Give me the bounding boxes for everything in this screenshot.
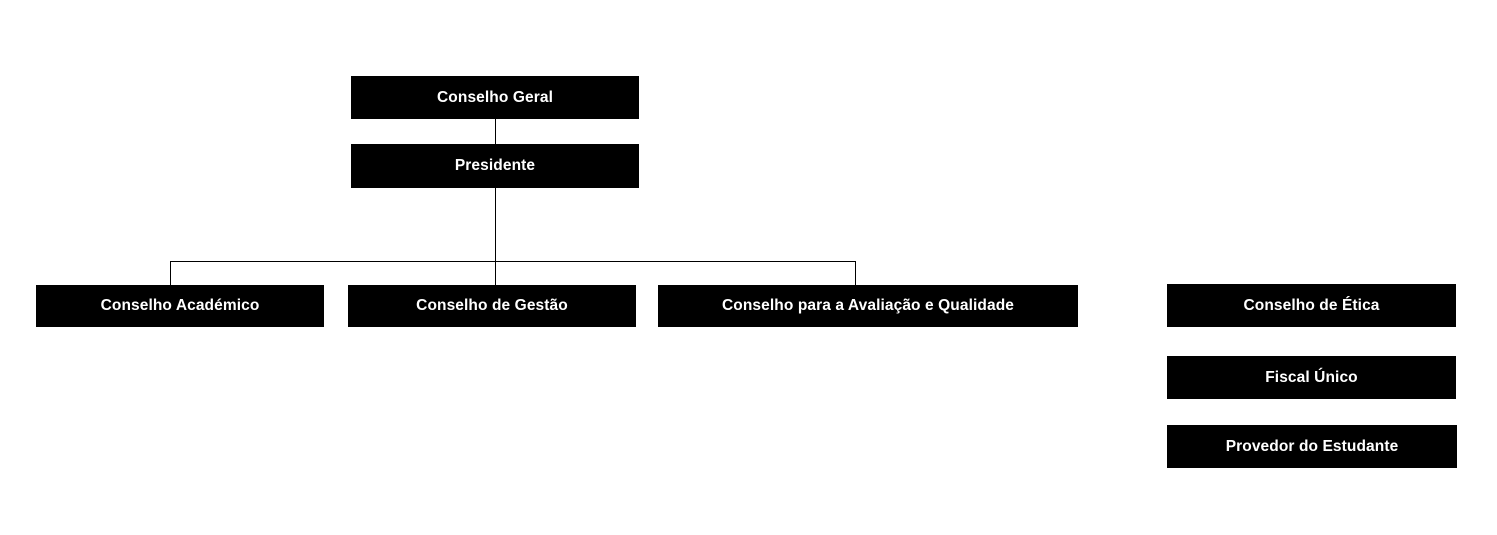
connector-geral-to-presidente	[495, 119, 496, 144]
node-conselho-de-gestao[interactable]: Conselho de Gestão	[348, 285, 636, 327]
node-conselho-academico[interactable]: Conselho Académico	[36, 285, 324, 327]
connector-drop-conselho-avaliacao	[855, 261, 856, 285]
connector-drop-conselho-gestao	[495, 261, 496, 285]
connector-horizontal-bus	[170, 261, 856, 262]
node-fiscal-unico[interactable]: Fiscal Único	[1167, 356, 1456, 399]
node-presidente[interactable]: Presidente	[351, 144, 639, 188]
node-conselho-geral[interactable]: Conselho Geral	[351, 76, 639, 119]
node-conselho-para-avaliacao-e-qualidade[interactable]: Conselho para a Avaliação e Qualidade	[658, 285, 1078, 327]
node-provedor-do-estudante[interactable]: Provedor do Estudante	[1167, 425, 1457, 468]
node-conselho-de-etica[interactable]: Conselho de Ética	[1167, 284, 1456, 327]
connector-presidente-trunk	[495, 188, 496, 261]
connector-drop-conselho-academico	[170, 261, 171, 285]
